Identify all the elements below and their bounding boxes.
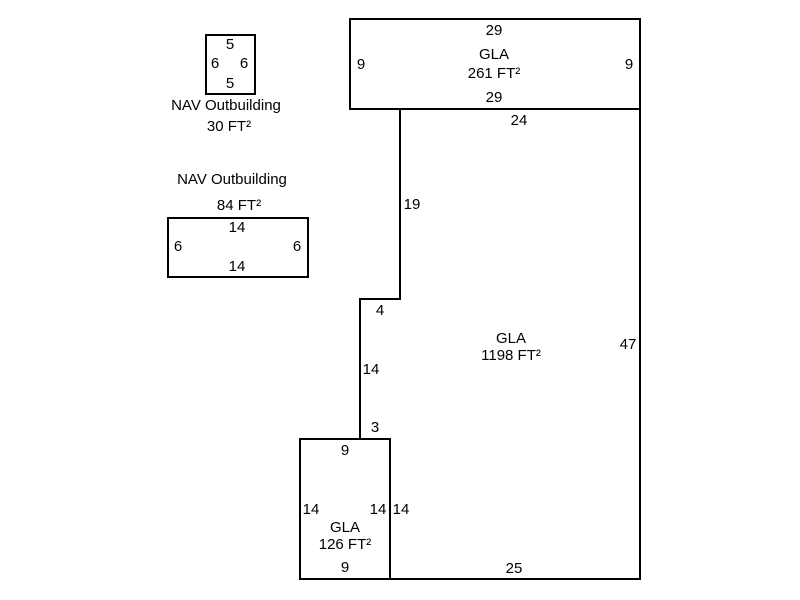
gla-main-area: 1198 FT² (481, 347, 541, 364)
gla-top: 29 9 9 GLA 261 FT² 29 (349, 18, 641, 110)
gla-bottom: 9 14 14 GLA 126 FT² 9 (299, 438, 391, 580)
gla-main-dim-step-lower: 3 (371, 419, 379, 436)
outbuilding-large-name: NAV Outbuilding (177, 171, 287, 188)
gla-bottom-dim-right: 14 (370, 501, 387, 518)
outbuilding-large: NAV Outbuilding 84 FT² 14 6 6 14 (167, 171, 309, 278)
gla-bottom-name: GLA (330, 519, 360, 536)
outbuilding-small-name: NAV Outbuilding (171, 97, 281, 114)
gla-bottom-area: 126 FT² (319, 536, 372, 553)
gla-bottom-outline (299, 438, 391, 580)
outbuilding-small-dim-bottom: 5 (226, 75, 234, 92)
gla-bottom-dim-bottom: 9 (341, 559, 349, 576)
outbuilding-large-dim-right: 6 (293, 238, 301, 255)
gla-top-dim-right: 9 (625, 56, 633, 73)
gla-main-dim-right: 47 (620, 336, 637, 353)
gla-top-name: GLA (479, 46, 509, 63)
outbuilding-small-dim-right: 6 (240, 55, 248, 72)
gla-main-dim-left-middle: 14 (363, 361, 380, 378)
outbuilding-large-dim-bottom: 14 (229, 258, 246, 275)
outbuilding-large-outline (167, 217, 309, 278)
gla-main-dim-left-lower: 14 (393, 501, 410, 518)
outbuilding-small-dim-top: 5 (226, 36, 234, 53)
gla-main-name: GLA (496, 330, 526, 347)
gla-main-dim-top: 24 (511, 112, 528, 129)
gla-main-dim-left-upper: 19 (404, 196, 421, 213)
outbuilding-large-dim-top: 14 (229, 219, 246, 236)
outbuilding-large-dim-left: 6 (174, 238, 182, 255)
gla-top-dim-bottom: 29 (486, 89, 503, 106)
gla-main: 24 19 4 14 3 14 47 GLA 1198 FT² 25 (359, 108, 641, 580)
gla-bottom-dim-top: 9 (341, 442, 349, 459)
gla-bottom-dim-left: 14 (303, 501, 320, 518)
gla-top-area: 261 FT² (468, 65, 521, 82)
gla-top-dim-left: 9 (357, 56, 365, 73)
outbuilding-large-area: 84 FT² (217, 197, 261, 214)
outbuilding-small: 5 6 6 5 NAV Outbuilding 30 FT² (171, 34, 281, 135)
outbuilding-small-outline (205, 34, 256, 95)
gla-top-dim-top: 29 (486, 22, 503, 39)
outbuilding-small-area: 30 FT² (207, 118, 251, 135)
outbuilding-small-dim-left: 6 (211, 55, 219, 72)
gla-main-dim-step-upper: 4 (376, 302, 384, 319)
gla-main-dim-bottom: 25 (506, 560, 523, 577)
